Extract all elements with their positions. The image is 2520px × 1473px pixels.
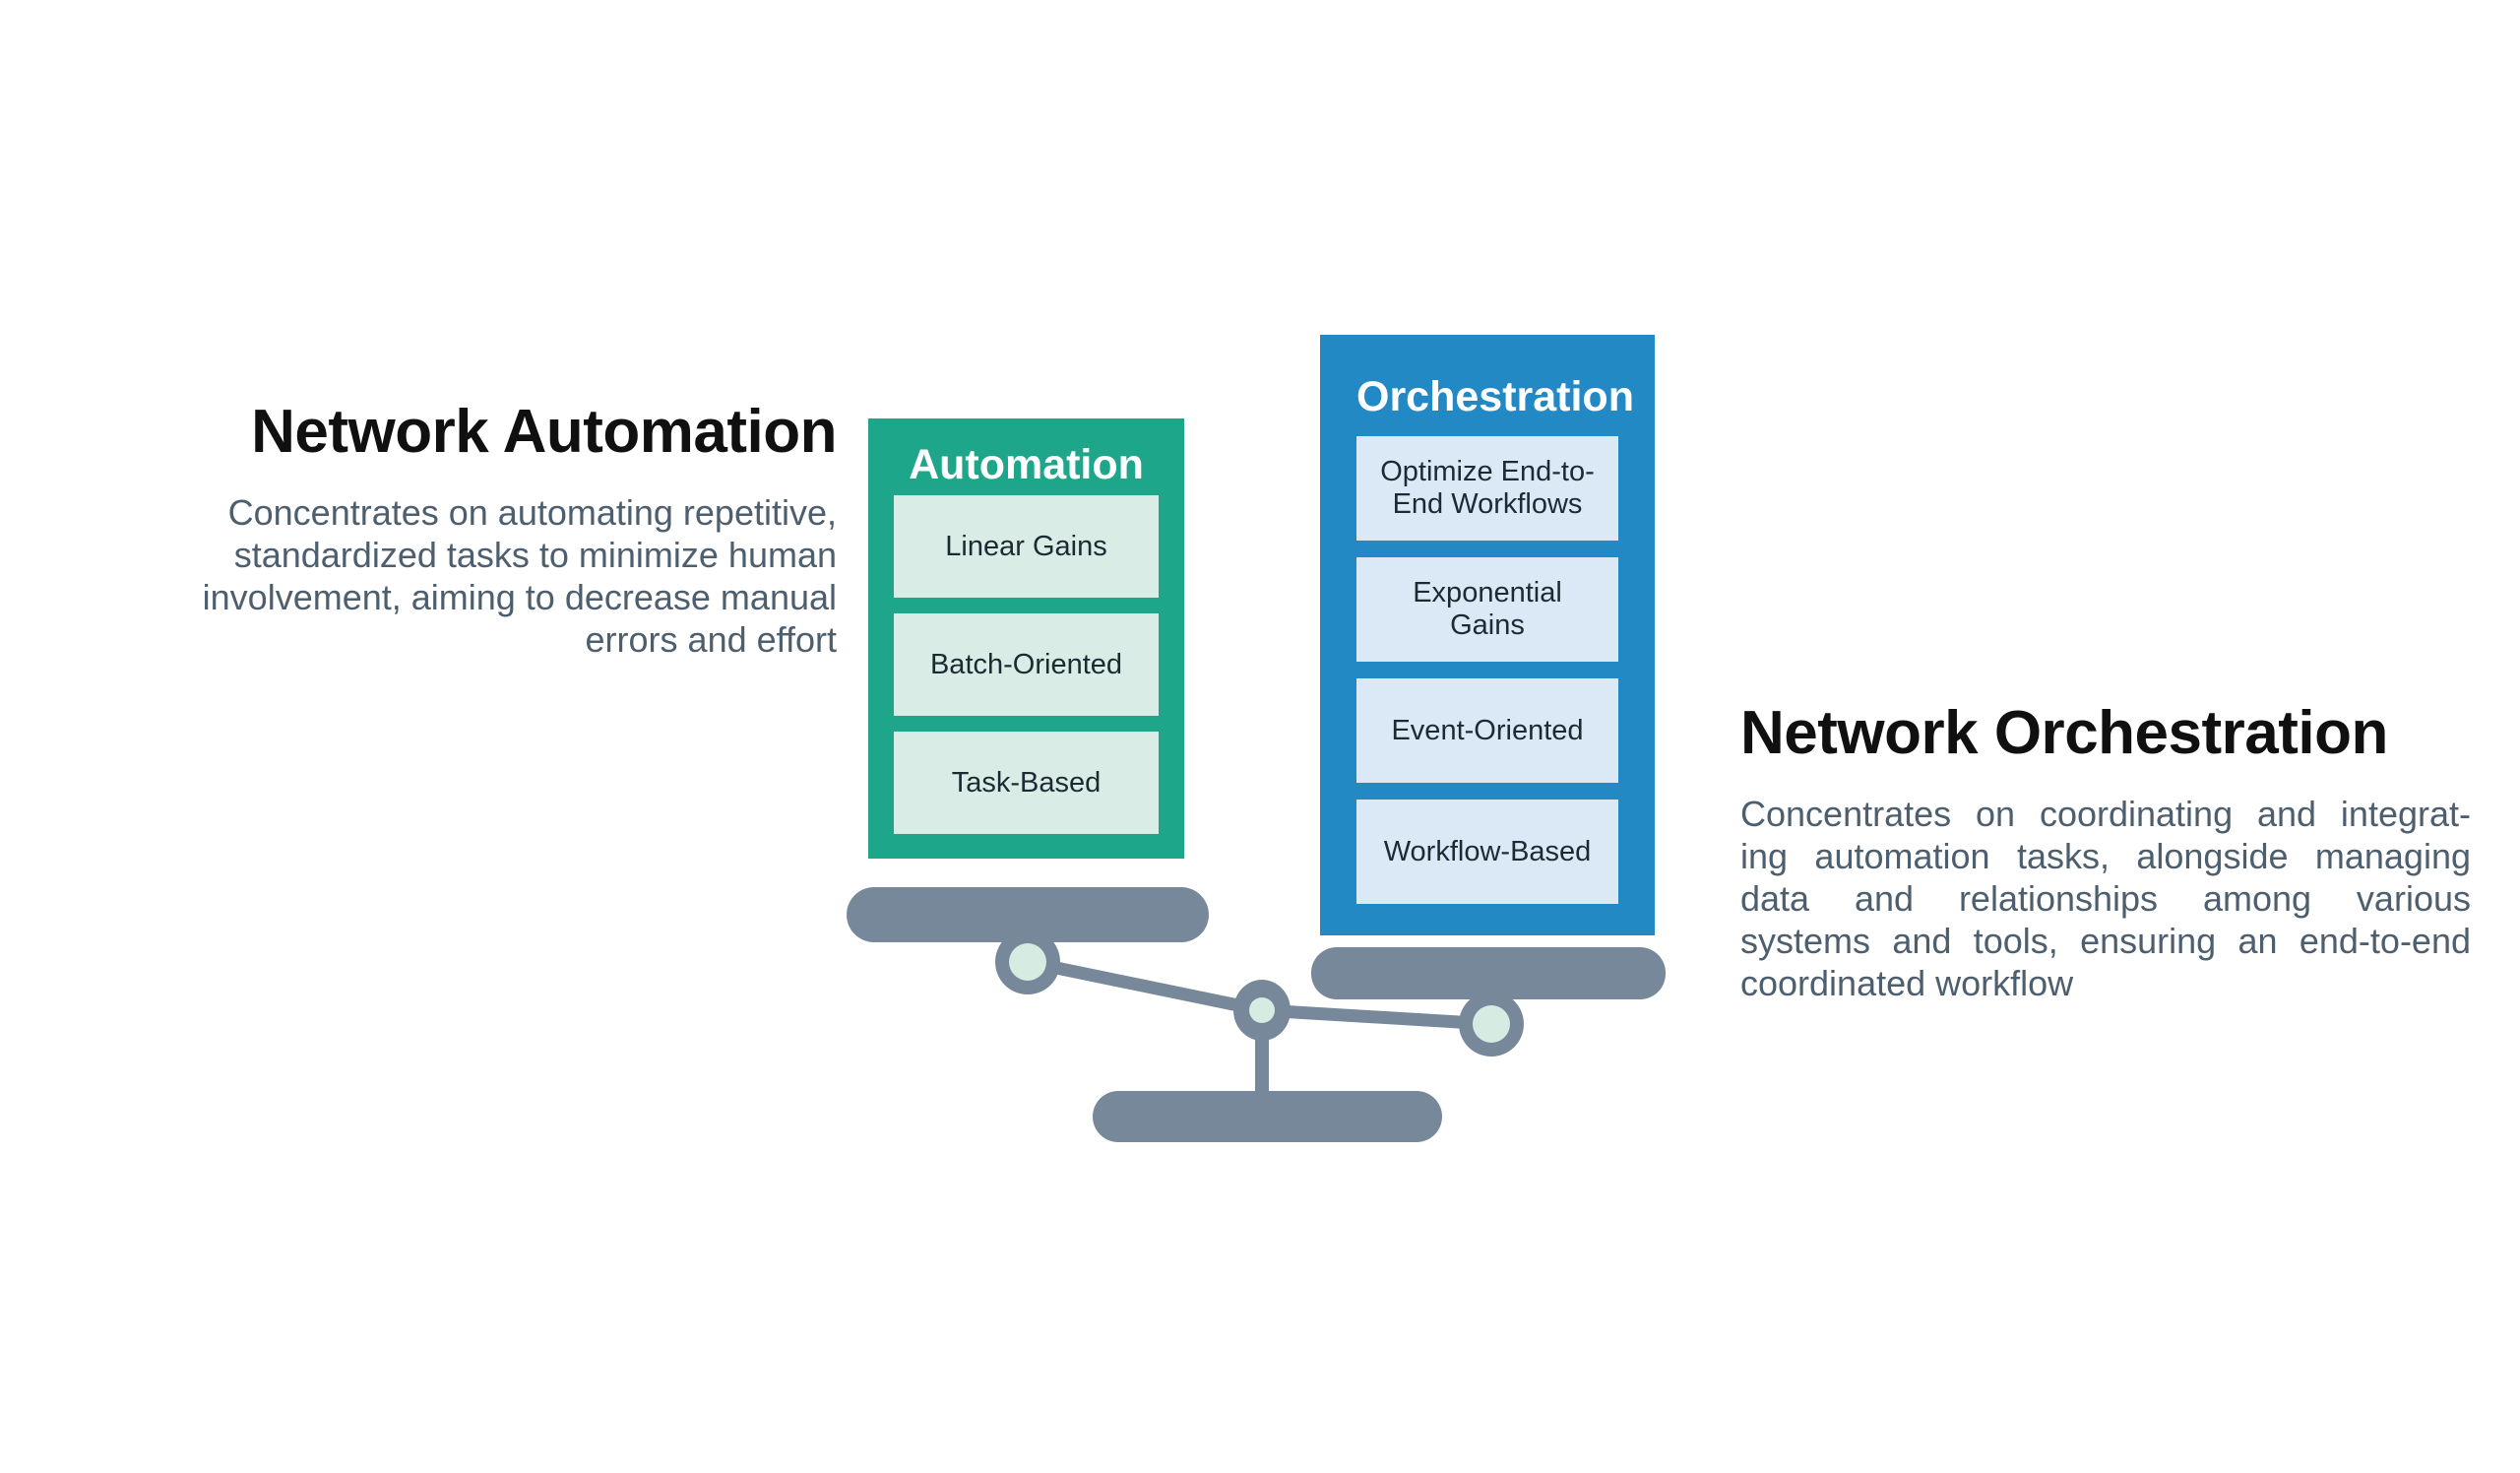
scale-left-platform: [847, 887, 1209, 942]
scale-left-hinge-center: [1009, 943, 1046, 981]
left-description: Concentrates on automating repetitive, s…: [118, 491, 837, 661]
automation-item: Batch-Oriented: [894, 613, 1159, 716]
automation-panel: Automation Linear Gains Batch-Oriented T…: [868, 418, 1184, 859]
balance-scale-svg: [847, 887, 1666, 1142]
scale-base: [1093, 1091, 1442, 1142]
left-annotation: Network Automation Concentrates on autom…: [118, 398, 838, 661]
left-description-line: Concentrates on automating repetitive,: [227, 492, 837, 534]
orchestration-item: Exponential Gains: [1356, 557, 1618, 662]
orchestration-item: Event-Oriented: [1356, 678, 1618, 783]
right-description-line: Concentrates on coordinating and integra…: [1740, 794, 2471, 835]
left-description-line: standardized tasks to minimize human: [233, 535, 837, 576]
automation-panel-header: Automation: [909, 441, 1144, 488]
balance-scale-illustration: [827, 876, 1732, 1191]
right-description-line: systems and tools, ensuring an end-to-en…: [1740, 921, 2471, 962]
left-description-line: involvement, aiming to decrease manual: [202, 577, 837, 618]
orchestration-panel-header: Orchestration: [1356, 373, 1634, 420]
orchestration-panel: Orchestration Optimize End-to-End Workfl…: [1320, 335, 1655, 935]
right-description-line: ing automation tasks, alongside managing: [1740, 836, 2471, 877]
orchestration-panel-items: Optimize End-to-End Workflows Exponentia…: [1356, 436, 1618, 921]
scale-center-pivot-center: [1249, 997, 1275, 1023]
orchestration-item: Workflow-Based: [1356, 800, 1618, 904]
automation-item: Task-Based: [894, 732, 1159, 834]
right-description: Concentrates on coordinating and integra…: [1740, 793, 2471, 1004]
automation-item: Linear Gains: [894, 495, 1159, 598]
right-description-line: coordinated workflow: [1740, 963, 2074, 1004]
right-title: Network Orchestration: [1740, 699, 2388, 767]
right-annotation: Network Orchestration Concentrates on co…: [1740, 699, 2471, 1004]
scale-right-platform: [1311, 947, 1666, 999]
orchestration-item: Optimize End-to-End Workflows: [1356, 436, 1618, 541]
left-title: Network Automation: [251, 398, 837, 466]
automation-panel-items: Linear Gains Batch-Oriented Task-Based: [894, 495, 1159, 850]
right-description-line: data and relationships among various: [1740, 878, 2471, 920]
scale-right-hinge-center: [1473, 1005, 1510, 1043]
left-description-line: errors and effort: [585, 619, 837, 661]
